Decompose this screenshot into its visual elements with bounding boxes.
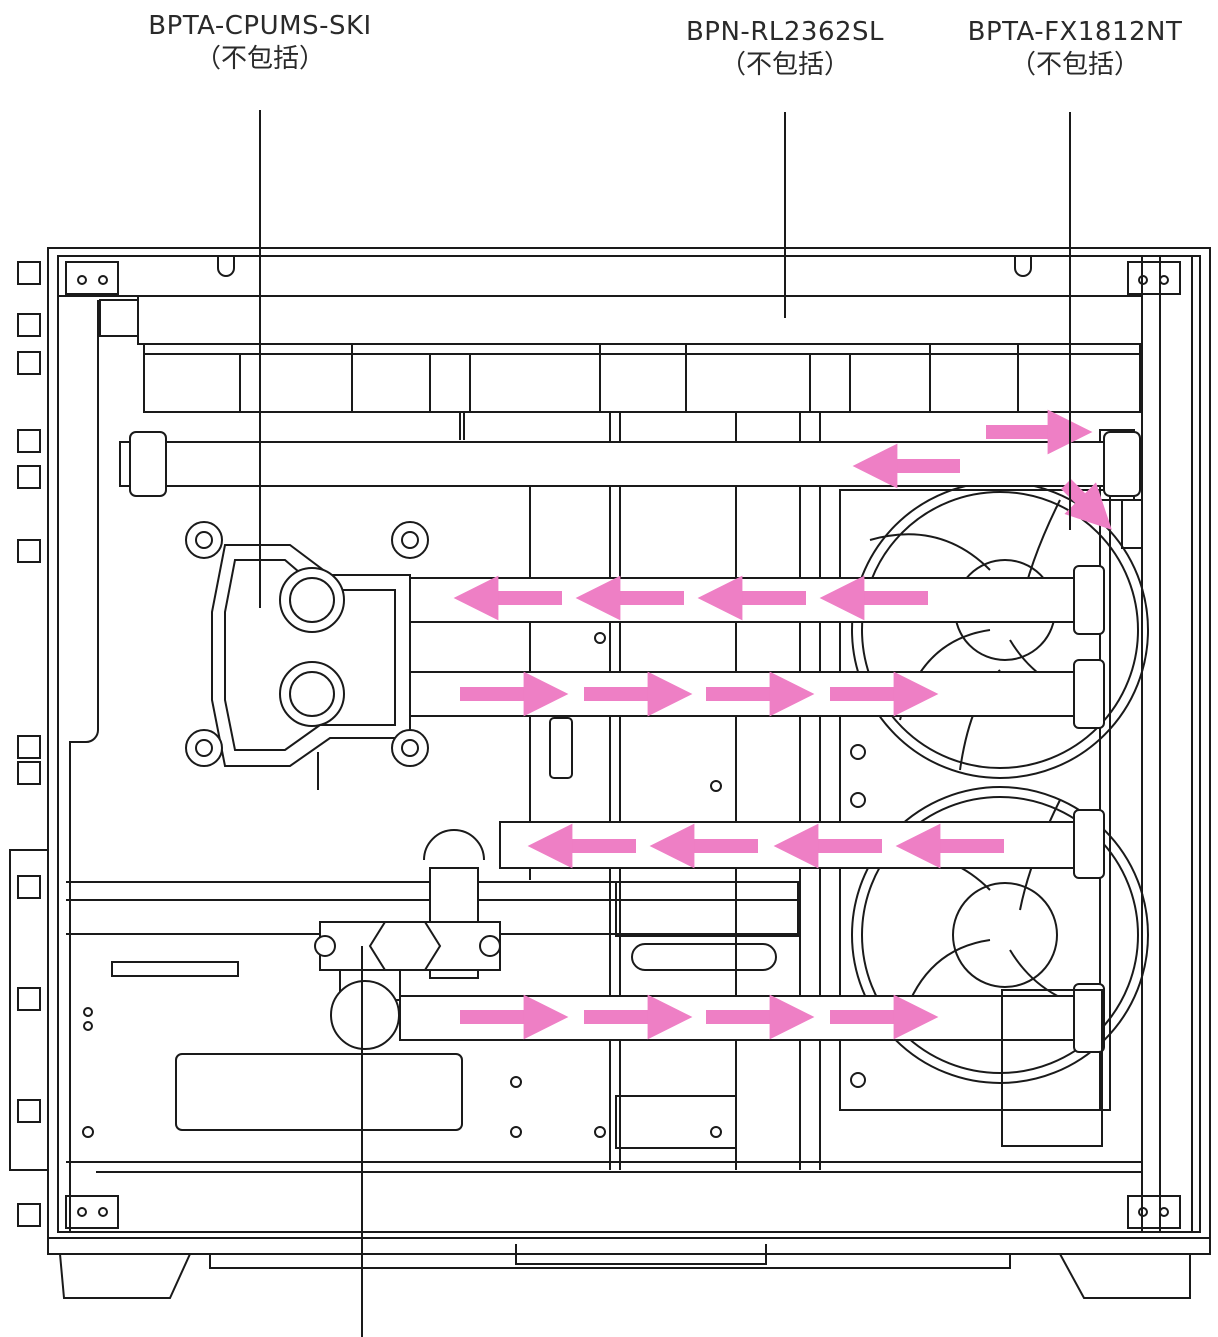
fan-note: （不包括）	[1009, 49, 1140, 80]
cpu-block	[185, 521, 429, 767]
radiator-part-number: BPN-RL2362SL	[685, 17, 885, 47]
radiator-label: BPN-RL2362SL （不包括）	[640, 16, 930, 81]
flow-arrows	[453, 409, 1112, 1040]
fan-bracket	[839, 489, 1111, 1111]
fan-part-number: BPTA-FX1812NT	[967, 17, 1183, 47]
right-side-panel	[1141, 255, 1193, 1233]
cpu-block-label: BPTA-CPUMS-SKI （不包括）	[110, 10, 410, 75]
tube-cpu-in	[299, 659, 1105, 729]
cpu-block-note: （不包括）	[194, 43, 325, 74]
tube-cpu-out	[299, 565, 1105, 635]
tube-top	[119, 431, 1141, 497]
left-ports	[17, 261, 41, 1227]
fan-label: BPTA-FX1812NT （不包括）	[930, 16, 1218, 81]
cpu-block-part-number: BPTA-CPUMS-SKI	[148, 11, 372, 41]
case-inner-frame	[57, 255, 1201, 1233]
radiator-note: （不包括）	[719, 49, 850, 80]
